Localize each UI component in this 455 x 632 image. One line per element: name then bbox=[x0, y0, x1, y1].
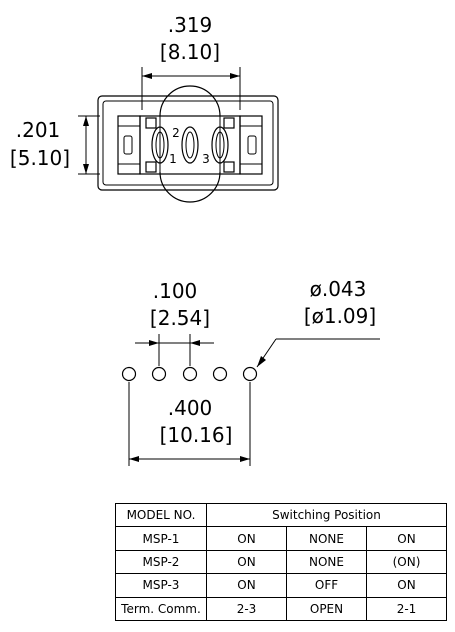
cell-position-3: 2-1 bbox=[366, 596, 447, 622]
table-header-row: MODEL NO. Switching Position bbox=[115, 502, 447, 528]
pcb-hole-5 bbox=[242, 366, 258, 382]
pcb-hole-4 bbox=[212, 366, 228, 382]
span-dim-mm: [10.16] bbox=[160, 423, 233, 447]
cell-position-2: OPEN bbox=[286, 596, 367, 622]
cell-model: Term. Comm. bbox=[115, 596, 207, 622]
cell-position-1: ON bbox=[206, 526, 287, 551]
header-switching-position: Switching Position bbox=[206, 502, 447, 528]
hole-dim-mm: [ø1.09] bbox=[304, 304, 376, 328]
span-dim-inch: .400 bbox=[168, 396, 213, 420]
cell-position-2: OFF bbox=[286, 573, 367, 598]
switch-top-view: 2 1 3 bbox=[97, 85, 279, 203]
span-dimension: .400 [10.16] bbox=[128, 382, 251, 466]
height-dimension: .201 [5.10] bbox=[10, 115, 100, 175]
terminal-label-3: 3 bbox=[202, 152, 210, 166]
cell-position-2: NONE bbox=[286, 526, 367, 551]
table-row: MSP-3 ON OFF ON bbox=[115, 573, 447, 598]
cell-model: MSP-2 bbox=[115, 549, 207, 575]
pitch-dimension: .100 [2.54] bbox=[135, 279, 214, 366]
cell-position-1: ON bbox=[206, 573, 287, 598]
table-row: MSP-1 ON NONE ON bbox=[115, 526, 447, 551]
table-row: MSP-2 ON NONE (ON) bbox=[115, 549, 447, 575]
cell-position-1: ON bbox=[206, 549, 287, 575]
cell-model: MSP-3 bbox=[115, 573, 207, 598]
cell-position-3: ON bbox=[366, 573, 447, 598]
pitch-dim-inch: .100 bbox=[153, 279, 198, 303]
pcb-hole-3 bbox=[182, 366, 198, 382]
pcb-hole-2 bbox=[151, 366, 167, 382]
width-dim-mm: [8.10] bbox=[160, 40, 220, 64]
table-row: Term. Comm. 2-3 OPEN 2-1 bbox=[115, 596, 447, 622]
terminal-label-2: 2 bbox=[172, 126, 180, 140]
switching-position-table: MODEL NO. Switching Position MSP-1 ON NO… bbox=[115, 502, 447, 622]
cell-model: MSP-1 bbox=[115, 526, 207, 551]
cell-position-3: ON bbox=[366, 526, 447, 551]
terminal-label-1: 1 bbox=[169, 152, 177, 166]
pitch-dim-mm: [2.54] bbox=[150, 306, 210, 330]
cell-position-2: NONE bbox=[286, 549, 367, 575]
header-model: MODEL NO. bbox=[115, 502, 207, 528]
cell-position-3: (ON) bbox=[366, 549, 447, 575]
width-dimension: .319 [8.10] bbox=[141, 13, 241, 110]
pcb-hole-1 bbox=[121, 366, 137, 382]
pcb-hole-pattern bbox=[121, 366, 258, 382]
hole-dimension: ø.043 [ø1.09] bbox=[256, 277, 380, 368]
width-dim-inch: .319 bbox=[168, 13, 213, 37]
cell-position-1: 2-3 bbox=[206, 596, 287, 622]
hole-dim-inch: ø.043 bbox=[310, 277, 367, 301]
height-dim-inch: .201 bbox=[16, 118, 61, 142]
height-dim-mm: [5.10] bbox=[10, 146, 70, 170]
